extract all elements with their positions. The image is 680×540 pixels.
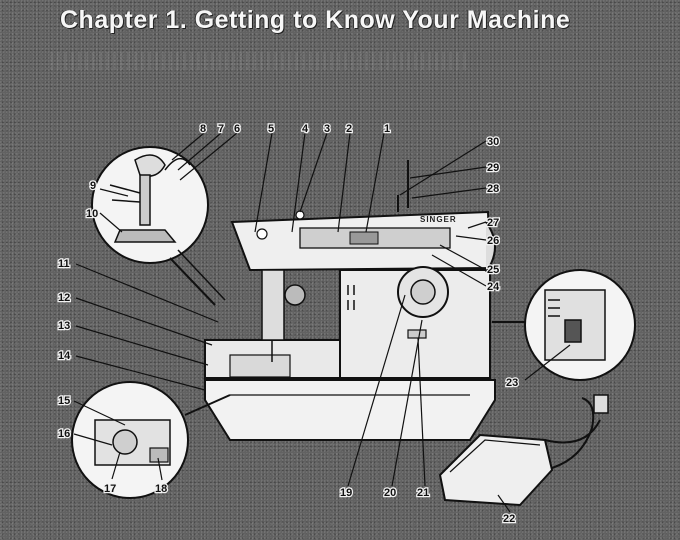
callout-14: 14 xyxy=(58,350,71,362)
callout-8: 8 xyxy=(200,123,206,135)
callout-2: 2 xyxy=(346,123,352,135)
callout-27: 27 xyxy=(487,217,499,229)
callout-17: 17 xyxy=(104,483,116,495)
callout-9: 9 xyxy=(90,180,96,192)
power-socket-inset xyxy=(524,269,636,381)
tension-dial xyxy=(284,284,306,306)
needle-bar-housing xyxy=(261,269,285,341)
leader-lines xyxy=(73,132,571,513)
callout-3: 3 xyxy=(324,123,330,135)
bobbin xyxy=(112,429,138,455)
callout-1: 1 xyxy=(384,123,390,135)
callout-4: 4 xyxy=(302,123,309,135)
power-light xyxy=(256,228,268,240)
callout-21: 21 xyxy=(417,487,429,499)
foot-control xyxy=(438,394,609,507)
bobbin-inset xyxy=(71,381,189,499)
machine-base xyxy=(204,379,496,441)
brand-logo: SINGER xyxy=(420,215,457,224)
callout-23: 23 xyxy=(506,377,518,389)
power-cord xyxy=(544,419,601,444)
power-cord xyxy=(551,397,595,469)
callout-19: 19 xyxy=(340,487,352,499)
callout-5: 5 xyxy=(268,123,274,135)
presser-foot-inset xyxy=(91,146,209,264)
machine-body: SINGER xyxy=(204,160,496,441)
callout-18: 18 xyxy=(155,483,167,495)
callout-28: 28 xyxy=(487,183,499,195)
inset-connector-line xyxy=(169,257,216,306)
machine-pillar xyxy=(339,269,491,379)
callout-13: 13 xyxy=(58,320,70,332)
reverse-button xyxy=(407,329,427,339)
stitch-pattern-dial xyxy=(349,231,379,245)
callout-29: 29 xyxy=(487,162,499,174)
power-socket xyxy=(564,319,582,343)
callout-20: 20 xyxy=(384,487,396,499)
foot-pedal xyxy=(438,433,554,507)
callout-16: 16 xyxy=(58,428,70,440)
inset-connector-line xyxy=(184,394,231,416)
callout-22: 22 xyxy=(503,513,515,525)
callout-24: 24 xyxy=(487,281,500,293)
callout-numbers: 1 2 3 4 5 6 7 8 9 10 11 12 13 14 15 16 1… xyxy=(57,122,520,527)
callout-7: 7 xyxy=(218,123,224,135)
power-plug xyxy=(593,394,609,414)
faint-text-line xyxy=(50,52,470,70)
callout-25: 25 xyxy=(487,264,499,276)
callout-12: 12 xyxy=(58,292,70,304)
callout-15: 15 xyxy=(58,395,70,407)
chapter-title: Chapter 1. Getting to Know Your Machine xyxy=(60,6,571,34)
callout-6: 6 xyxy=(234,123,240,135)
callout-10: 10 xyxy=(86,208,98,220)
handwheel xyxy=(485,221,496,273)
needle-plate xyxy=(229,354,291,378)
callout-30: 30 xyxy=(487,136,499,148)
callout-11: 11 xyxy=(58,258,70,270)
callout-26: 26 xyxy=(487,235,499,247)
inset-connector-line xyxy=(177,249,226,301)
